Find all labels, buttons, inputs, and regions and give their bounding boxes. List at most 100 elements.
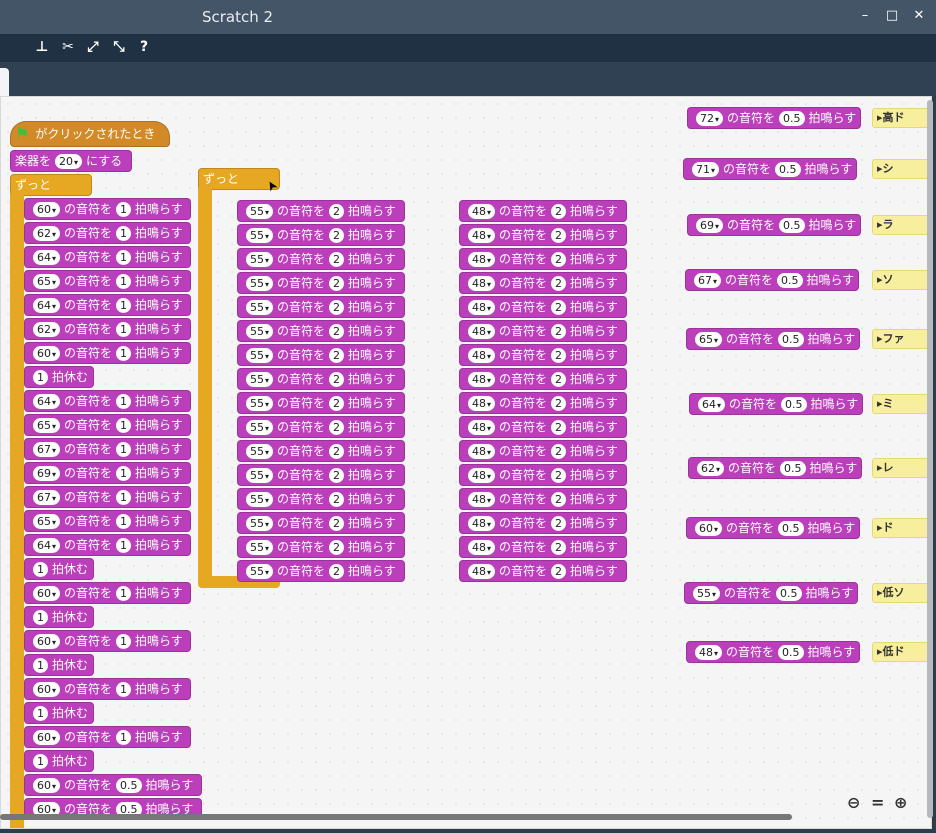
beats-input[interactable]: 1 — [116, 297, 132, 313]
play-note-block[interactable]: 48の音符を2拍鳴らす — [459, 224, 627, 246]
play-note-block[interactable]: 55の音符を2拍鳴らす — [237, 440, 405, 462]
beats-input[interactable]: 1 — [116, 321, 132, 337]
beats-input[interactable]: 2 — [551, 203, 567, 219]
beats-input[interactable]: 0.5 — [778, 331, 804, 347]
play-note-block[interactable]: 60の音符を1拍鳴らす — [24, 726, 191, 748]
beats-input[interactable]: 1 — [116, 417, 132, 433]
play-note-block[interactable]: 60の音符を1拍鳴らす — [24, 198, 191, 220]
beats-input[interactable]: 2 — [329, 419, 345, 435]
beats-input[interactable]: 2 — [329, 347, 345, 363]
note-dropdown[interactable]: 62 — [697, 460, 725, 476]
beats-input[interactable]: 2 — [329, 299, 345, 315]
note-dropdown[interactable]: 67 — [694, 272, 722, 288]
note-dropdown[interactable]: 64 — [33, 393, 61, 409]
play-note-block[interactable]: 48の音符を2拍鳴らす — [459, 200, 627, 222]
note-dropdown[interactable]: 48 — [468, 467, 496, 483]
note-dropdown[interactable]: 55 — [246, 563, 274, 579]
beats-input[interactable]: 1 — [116, 585, 132, 601]
note-dropdown[interactable]: 69 — [33, 465, 61, 481]
beats-input[interactable]: 2 — [329, 467, 345, 483]
play-note-block[interactable]: 48の音符を2拍鳴らす — [459, 488, 627, 510]
play-note-block[interactable]: 48の音符を2拍鳴らす — [459, 416, 627, 438]
play-note-block[interactable]: 48の音符を2拍鳴らす — [459, 296, 627, 318]
play-note-block[interactable]: 48の音符を2拍鳴らす — [459, 344, 627, 366]
forever-block-2[interactable]: ずっと — [198, 168, 280, 190]
beats-input[interactable]: 2 — [329, 443, 345, 459]
beats-input[interactable]: 2 — [329, 515, 345, 531]
minimize-button[interactable]: – — [861, 8, 869, 23]
note-dropdown[interactable]: 48 — [468, 203, 496, 219]
play-note-block[interactable]: 69の音符を1拍鳴らす — [24, 462, 191, 484]
beats-input[interactable]: 1 — [116, 393, 132, 409]
scripts-area[interactable]: ⚑がクリックされたとき楽器を20にするずっと60の音符を1拍鳴らす62の音符を1… — [0, 96, 932, 829]
note-dropdown[interactable]: 60 — [33, 777, 61, 793]
play-note-block[interactable]: 55の音符を2拍鳴らす — [237, 272, 405, 294]
note-dropdown[interactable]: 55 — [246, 275, 274, 291]
play-note-block[interactable]: 55の音符を2拍鳴らす — [237, 488, 405, 510]
beats-input[interactable]: 0.5 — [778, 520, 804, 536]
vertical-scrollbar[interactable] — [927, 100, 933, 818]
note-dropdown[interactable]: 60 — [33, 201, 61, 217]
play-note-block[interactable]: 55の音符を2拍鳴らす — [237, 416, 405, 438]
beats-input[interactable]: 0.5 — [779, 110, 805, 126]
beats-input[interactable]: 1 — [116, 249, 132, 265]
play-note-block[interactable]: 67の音符を1拍鳴らす — [24, 486, 191, 508]
play-note-block[interactable]: 48の音符を2拍鳴らす — [459, 464, 627, 486]
note-dropdown[interactable]: 48 — [468, 563, 496, 579]
note-dropdown[interactable]: 55 — [246, 371, 274, 387]
play-note-block[interactable]: 67の音符を1拍鳴らす — [24, 438, 191, 460]
note-dropdown[interactable]: 60 — [33, 801, 61, 817]
beats-input[interactable]: 1 — [116, 489, 132, 505]
note-dropdown[interactable]: 55 — [246, 491, 274, 507]
note-dropdown[interactable]: 65 — [33, 273, 61, 289]
beats-input[interactable]: 1 — [116, 201, 132, 217]
play-note-block[interactable]: 64の音符を1拍鳴らす — [24, 534, 191, 556]
note-dropdown[interactable]: 55 — [246, 443, 274, 459]
beats-input[interactable]: 0.5 — [116, 777, 142, 793]
note-dropdown[interactable]: 48 — [468, 299, 496, 315]
play-note-block[interactable]: 55の音符を2拍鳴らす — [237, 296, 405, 318]
note-dropdown[interactable]: 55 — [246, 323, 274, 339]
note-dropdown[interactable]: 65 — [33, 417, 61, 433]
beats-input[interactable]: 2 — [329, 275, 345, 291]
play-note-block[interactable]: 65の音符を1拍鳴らす — [24, 414, 191, 436]
beats-input[interactable]: 1 — [116, 273, 132, 289]
play-note-block[interactable]: 55の音符を2拍鳴らす — [237, 224, 405, 246]
note-dropdown[interactable]: 64 — [33, 537, 61, 553]
note-dropdown[interactable]: 60 — [33, 585, 61, 601]
note-dropdown[interactable]: 48 — [468, 371, 496, 387]
note-dropdown[interactable]: 55 — [246, 299, 274, 315]
play-note-block[interactable]: 62の音符を1拍鳴らす — [24, 318, 191, 340]
beats-input[interactable]: 2 — [329, 563, 345, 579]
beats-input[interactable]: 1 — [116, 537, 132, 553]
beats-input[interactable]: 0.5 — [780, 460, 806, 476]
note-dropdown[interactable]: 72 — [696, 110, 724, 126]
play-note-block[interactable]: 48の音符を2拍鳴らす — [459, 368, 627, 390]
play-note-block[interactable]: 55の音符を2拍鳴らす — [237, 368, 405, 390]
note-dropdown[interactable]: 60 — [33, 345, 61, 361]
note-dropdown[interactable]: 55 — [246, 395, 274, 411]
play-note-block[interactable]: 60の音符を1拍鳴らす — [24, 630, 191, 652]
beats-input[interactable]: 2 — [551, 419, 567, 435]
note-dropdown[interactable]: 69 — [696, 217, 724, 233]
green-flag-hat-block[interactable]: ⚑がクリックされたとき — [10, 121, 170, 147]
set-instrument-block[interactable]: 楽器を20にする — [10, 150, 132, 172]
play-note-block[interactable]: 55の音符を2拍鳴らす — [237, 512, 405, 534]
maximize-button[interactable]: □ — [885, 8, 899, 23]
beats-input[interactable]: 2 — [551, 299, 567, 315]
note-dropdown[interactable]: 55 — [246, 467, 274, 483]
beats-input[interactable]: 0.5 — [778, 644, 804, 660]
play-note-block[interactable]: 48の音符を2拍鳴らす — [459, 536, 627, 558]
play-note-block[interactable]: 62の音符を1拍鳴らす — [24, 222, 191, 244]
horizontal-scrollbar[interactable] — [0, 814, 792, 820]
note-dropdown[interactable]: 48 — [468, 443, 496, 459]
note-dropdown[interactable]: 65 — [33, 513, 61, 529]
forever-block[interactable]: ずっと — [10, 174, 92, 196]
